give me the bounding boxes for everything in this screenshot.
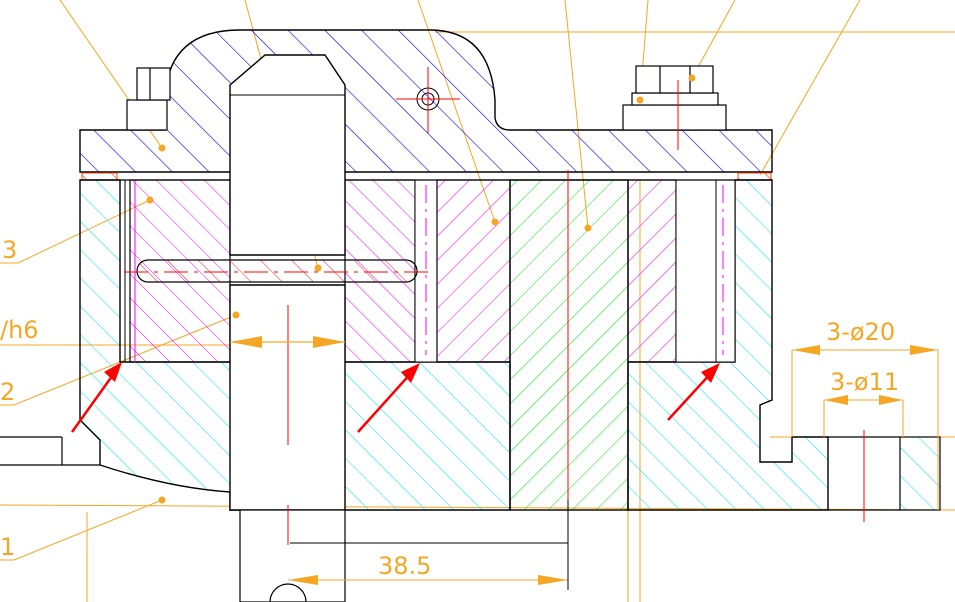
- partial-callouts: 3 /h6 2 1: [0, 236, 39, 561]
- red-arrows: [70, 362, 720, 433]
- callout-fit: /h6: [0, 316, 39, 344]
- centerlines: [124, 67, 865, 545]
- bolt-right: [622, 65, 727, 131]
- hole-dimensions: 3-ø20 3-ø11: [791, 318, 939, 510]
- center-pin: [229, 54, 346, 256]
- callout-item-3: 3: [2, 236, 17, 264]
- cross-pin: [136, 259, 418, 283]
- gasket-right: [737, 172, 772, 181]
- leader-dots: [146, 74, 696, 504]
- fit-dimension: [230, 336, 345, 348]
- shaft-step: [239, 509, 346, 602]
- callout-item-2: 2: [0, 378, 15, 406]
- dim-center-distance: 38.5: [378, 552, 431, 580]
- center-block: [509, 179, 629, 511]
- base-body: [0, 179, 941, 511]
- dim-holes-small: 3-ø11: [830, 368, 899, 396]
- bolt-left: [126, 67, 171, 131]
- callout-item-1: 1: [0, 533, 15, 561]
- center-distance-dimension: 38.5: [288, 500, 569, 590]
- gasket-left: [81, 172, 118, 181]
- dim-holes-large: 3-ø20: [826, 318, 895, 346]
- inserts: [124, 179, 736, 363]
